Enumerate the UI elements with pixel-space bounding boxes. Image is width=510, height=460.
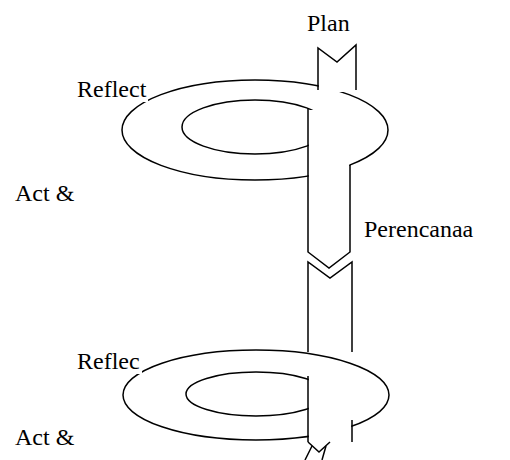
lower-column-mask [309,272,351,350]
stage-label: Plan [305,10,352,36]
stage-label: Act & [13,424,76,450]
lower-ring-inner [186,372,326,416]
stage-label: Reflect [75,76,148,102]
lower-column-right [351,420,353,442]
exit-arrow-stem [305,446,326,460]
lower-column-left [307,376,309,442]
upper-column [308,108,350,268]
lower-inner-mask [309,376,351,442]
upper-column-mask [309,110,349,252]
upper-ring-inner [182,100,328,154]
tail-mask [319,70,355,92]
stage-label: Act & [13,180,76,206]
stage-label: Reflec [75,348,142,374]
stage-label: Perencanaa [362,216,475,242]
middle-column [308,262,352,352]
plan-tail [318,45,356,90]
